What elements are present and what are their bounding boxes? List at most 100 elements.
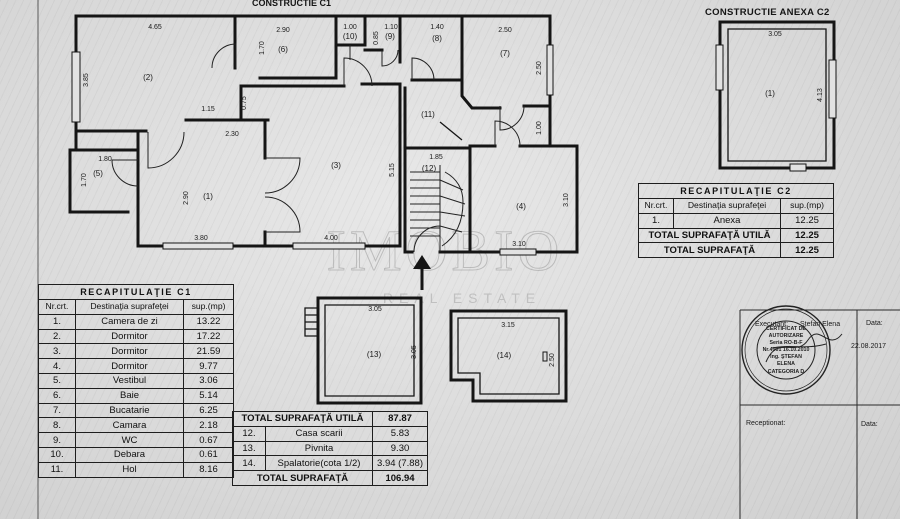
basement-room-13: 3.05 3.05 (13) xyxy=(304,296,423,405)
total-area-label: TOTAL SUPRAFAŢĂ xyxy=(638,242,781,259)
row-value: 17.22 xyxy=(182,328,235,345)
room-label-6: (6) xyxy=(278,45,288,54)
received-label: Receptionat: xyxy=(746,420,785,427)
signoff-block: Executant: Ştefan Elena Data: 22.08.2017… xyxy=(739,309,900,519)
basement-room-14: 3.15 2.50 (14) xyxy=(449,309,568,403)
c1-dimensions: 4.65 2.90 1.70 1.00 0.85 1.10 1.40 2.50 … xyxy=(81,24,570,248)
total-area-label: TOTAL SUPRAFAŢĂ xyxy=(231,470,374,486)
stamp-line: Seria RO-B-F xyxy=(770,340,804,346)
dimension-label: 3.10 xyxy=(512,241,526,248)
row-name: WC xyxy=(75,432,184,448)
dimension-label: 0.85 xyxy=(373,31,380,45)
total-useful-area-value: 87.87 xyxy=(372,411,429,427)
room-label-13: (13) xyxy=(367,350,382,359)
c2-annex-plan: 3.05 4.13 (1) xyxy=(715,20,837,172)
table-row: TOTAL SUPRAFAŢĂ 106.94 xyxy=(231,470,429,486)
total-area-value: 106.94 xyxy=(372,470,429,486)
total-useful-area-label: TOTAL SUPRAFAŢĂ UTILĂ xyxy=(231,411,374,427)
row-nr: 9. xyxy=(38,432,76,448)
watermark: IMOBIO REAL ESTATE xyxy=(326,218,560,307)
entrance-arrow-icon xyxy=(413,255,431,290)
row-value: 12.25 xyxy=(779,212,835,229)
row-nr: 1. xyxy=(38,313,76,330)
room-label-4: (4) xyxy=(516,202,526,211)
row-value: 0.67 xyxy=(182,432,235,448)
construction-c2-title: CONSTRUCTIE ANEXA C2 xyxy=(705,7,830,18)
table-row: TOTAL SUPRAFAŢĂ UTILĂ 12.25 xyxy=(638,227,835,244)
row-nr: 1. xyxy=(638,212,674,229)
signature-scribble xyxy=(765,333,843,363)
dimension-label: 3.05 xyxy=(411,345,418,359)
recap-c1-title: RECAPITULAŢIE C1 xyxy=(37,284,235,300)
dimension-label: 2.50 xyxy=(498,27,512,34)
row-name: Dormitor xyxy=(75,358,184,374)
c1-doors xyxy=(111,43,525,253)
col-header-destination: Destinaţia suprafeţei xyxy=(75,299,184,315)
room-label-annex-1: (1) xyxy=(765,89,775,98)
dimension-label: 1.00 xyxy=(343,24,357,31)
row-nr: 2. xyxy=(38,328,76,345)
row-name: Pivnita xyxy=(264,440,374,457)
dimension-label: 1.40 xyxy=(430,24,444,31)
row-name: Spalatorie(cota 1/2) xyxy=(264,455,374,472)
room-label-2: (2) xyxy=(143,73,153,82)
dimension-label: 4.00 xyxy=(324,235,338,242)
col-header-area: sup.(mp) xyxy=(182,299,235,315)
row-value: 0.61 xyxy=(182,446,235,463)
recap-c2-title: RECAPITULAŢIE C2 xyxy=(637,183,835,199)
dimension-label: 3.05 xyxy=(768,31,782,38)
date-label: Data: xyxy=(866,320,883,327)
dimension-label: 0.75 xyxy=(241,96,248,110)
room-label-11: (11) xyxy=(421,110,435,119)
dimension-label: 3.85 xyxy=(83,73,90,87)
authorization-stamp: CERTIFICAT DE AUTORIZARE Seria RO-B-F Nr… xyxy=(741,305,843,395)
col-header-nr: Nr.crt. xyxy=(638,198,674,214)
row-value: 8.16 xyxy=(182,461,235,478)
dimension-label: 1.80 xyxy=(98,156,112,163)
row-nr: 7. xyxy=(38,402,76,419)
row-value: 2.18 xyxy=(182,417,235,434)
room-label-8: (8) xyxy=(432,34,442,43)
dimension-label: 2.30 xyxy=(225,131,239,138)
dimension-label: 2.90 xyxy=(183,191,190,205)
row-nr: 13. xyxy=(232,440,266,457)
row-name: Bucatarie xyxy=(75,402,184,419)
dimension-label: 2.50 xyxy=(536,61,543,75)
row-value: 13.22 xyxy=(182,313,235,330)
stamp-line: Nr.4901 16.10.2010 xyxy=(763,347,810,353)
table-row: 14.Spalatorie(cota 1/2)3.94 (7.88) xyxy=(232,455,429,472)
room-label-9: (9) xyxy=(385,32,395,41)
row-name: Camara xyxy=(75,417,184,434)
row-nr: 8. xyxy=(38,417,76,434)
table-row: TOTAL SUPRAFAŢĂ 12.25 xyxy=(638,242,835,259)
dimension-label: 4.13 xyxy=(817,88,824,102)
row-nr: 14. xyxy=(232,455,266,472)
stamp-line: CATEGORIA D xyxy=(768,369,805,375)
row-value: 9.77 xyxy=(182,358,235,374)
recap-c1-table: RECAPITULAŢIE C1 Nr.crt. Destinaţia supr… xyxy=(37,284,235,478)
dimension-label: 3.10 xyxy=(563,193,570,207)
dimension-label: 2.50 xyxy=(549,353,556,367)
total-useful-area-value: 12.25 xyxy=(779,227,835,244)
c1-room-labels: (1) (2) (3) (4) (5) (6) (7) (8) (9) (10)… xyxy=(93,32,526,211)
table-row: TOTAL SUPRAFAŢĂ UTILĂ 87.87 xyxy=(231,411,429,427)
stamp-line: AUTORIZARE xyxy=(769,333,804,339)
room-label-10: (10) xyxy=(343,32,358,41)
row-name: Baie xyxy=(75,387,184,404)
date-value: 22.08.2017 xyxy=(851,343,886,350)
executant-name: Ştefan Elena xyxy=(800,321,840,328)
c1-windows xyxy=(71,44,554,256)
stamp-line: ELENA xyxy=(777,361,795,367)
row-name: Dormitor xyxy=(75,343,184,360)
row-nr: 5. xyxy=(38,372,76,389)
total-useful-area-label: TOTAL SUPRAFAŢĂ UTILĂ xyxy=(638,227,781,244)
